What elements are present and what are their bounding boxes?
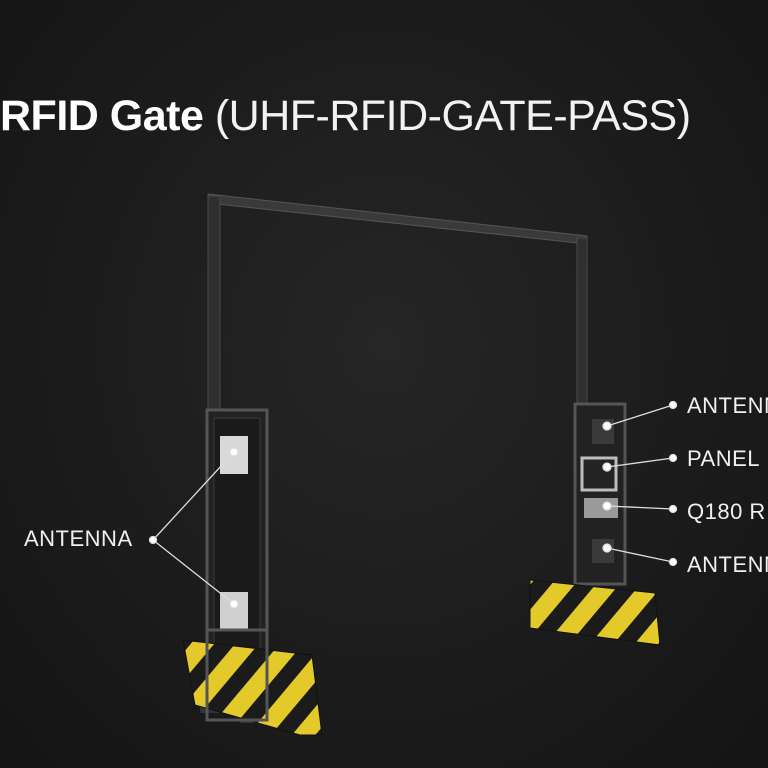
right-post <box>576 237 588 409</box>
right-antenna-bottom <box>592 539 614 563</box>
label-right-antenna-bottom: ANTENNA <box>687 552 768 577</box>
right-hazard-barrier <box>529 579 661 646</box>
right-antenna-top <box>592 419 614 444</box>
label-panel: PANEL <box>687 446 761 471</box>
right-panel <box>580 456 618 492</box>
label-right-antenna-top: ANTENNA <box>687 393 768 418</box>
label-reader: Q180 R <box>687 499 766 524</box>
right-reader <box>584 498 618 518</box>
right-tower <box>573 402 627 586</box>
label-left-antenna: ANTENNA <box>24 526 133 551</box>
page-title: RFID Gate (UHF-RFID-GATE-PASS) <box>0 92 691 140</box>
left-hazard-barrier <box>182 639 323 736</box>
left-antenna-bottom <box>220 592 248 630</box>
left-post <box>207 195 221 417</box>
top-beam <box>207 193 588 245</box>
